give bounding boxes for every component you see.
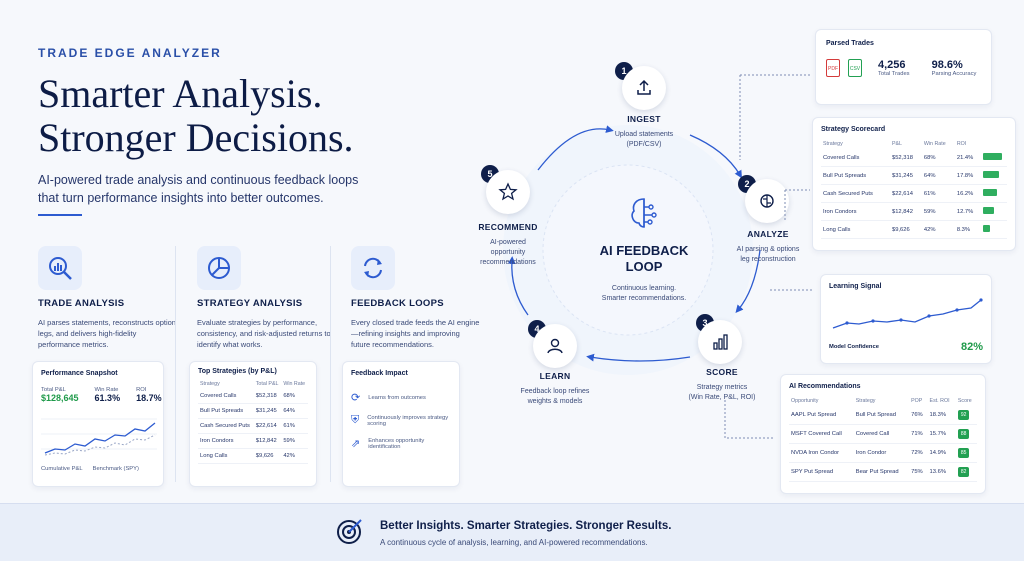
step-analyze: ANALYZE AI parsing & options leg reconst… [736,229,800,263]
feedback-impact-card: Feedback Impact ⟳ Learns from outcomes ⛨… [342,361,460,487]
growth-chart-icon: ⇗ [351,438,361,450]
win-rate-value: 61.3% [94,393,121,403]
target-icon [334,517,364,552]
parsing-accuracy-value: 98.6% [931,59,963,71]
card-title: Strategy Scorecard [821,126,886,133]
eyebrow: TRADE EDGE ANALYZER [38,46,222,60]
card-title: Top Strategies (by P&L) [198,368,277,375]
score-badge: 88 [957,429,970,439]
connector-lines [724,74,812,439]
refresh-icon [351,246,395,290]
divider [38,214,82,216]
roi-bar [983,189,997,196]
total-pnl-value: $128,645 [41,393,79,403]
subtitle: AI-powered trade analysis and continuous… [38,173,359,205]
magnifier-chart-icon [38,246,82,290]
performance-snapshot-card: Performance Snapshot Total P&L$128,645 W… [32,361,164,487]
list-item: ⇗ Enhances opportunity identification [351,437,425,451]
brain-circuit-icon [604,193,684,233]
feature-title: TRADE ANALYSIS [38,298,125,309]
page-title: Smarter Analysis. Stronger Decisions. [38,71,354,160]
legend-benchmark: Benchmark (SPY) [92,466,139,472]
model-confidence-value: 82% [960,341,983,353]
total-trades-value: 4,256 [878,59,906,71]
roi-value: 18.7% [136,393,162,403]
score-badge: 82 [957,467,970,477]
feature-feedback-loops: FEEDBACK LOOPS Every closed trade feeds … [351,246,481,350]
feature-title: FEEDBACK LOOPS [351,298,444,309]
learning-signal-chart [832,298,983,329]
learning-signal-card: Learning Signal Model Confidence 82% [820,274,992,364]
bar-chart-icon [698,320,742,364]
feature-strategy-analysis: STRATEGY ANALYSIS Evaluate strategies by… [197,246,337,350]
star-icon [486,170,530,214]
pdf-file-icon: PDF [826,59,840,77]
card-title: AI Recommendations [789,383,861,390]
footer-desc: A continuous cycle of analysis, learning… [380,538,648,547]
upload-icon [622,66,666,110]
list-item: ⛨ Continuously improves strategy scoring [351,414,449,427]
feature-trade-analysis: TRADE ANALYSIS AI parses statements, rec… [38,246,178,350]
legend-cumulative-pnl: Cumulative P&L [41,466,83,472]
loop-center-desc: Continuous learning.Smarter recommendati… [601,285,687,302]
card-title: Feedback Impact [351,370,408,377]
feature-desc: AI parses statements, reconstructs optio… [38,318,176,349]
step-recommend: RECOMMEND AI-powered opportunity recomme… [478,222,538,266]
card-title: Performance Snapshot [41,370,118,377]
step-ingest: INGEST Upload statements (PDF/CSV) [614,114,674,148]
loop-diagram [503,125,761,375]
roi-bar [983,153,1002,160]
roi-bar [983,171,999,178]
divider [175,246,176,482]
pie-chart-icon [197,246,241,290]
footer-title: Better Insights. Smarter Strategies. Str… [380,520,672,532]
step-learn: LEARN Feedback loop refines weights & mo… [520,371,590,405]
brain-icon [745,179,789,223]
snapshot-line-chart [41,418,157,456]
card-title: Parsed Trades [826,40,874,47]
roi-bar [983,225,990,232]
feature-title: STRATEGY ANALYSIS [197,298,303,309]
step-score: SCORE Strategy metrics (Win Rate, P&L, R… [688,367,756,401]
footer-banner: Better Insights. Smarter Strategies. Str… [0,503,1024,561]
shield-check-icon: ⛨ [351,414,360,426]
refresh-icon: ⟳ [351,392,361,404]
card-title: Learning Signal [829,283,882,290]
roi-bar [983,207,994,214]
list-item: ⟳ Learns from outcomes [351,392,426,404]
score-badge: 85 [957,448,970,458]
feature-desc: Every closed trade feeds the AI engine—r… [351,318,480,349]
feature-desc: Evaluate strategies by performance, cons… [197,318,331,349]
csv-file-icon: CSV [848,59,862,77]
divider [330,246,331,482]
user-icon [533,324,577,368]
parsed-trades-card: Parsed Trades PDF CSV 4,256 Total Trades… [815,29,992,105]
score-badge: 92 [957,410,970,420]
